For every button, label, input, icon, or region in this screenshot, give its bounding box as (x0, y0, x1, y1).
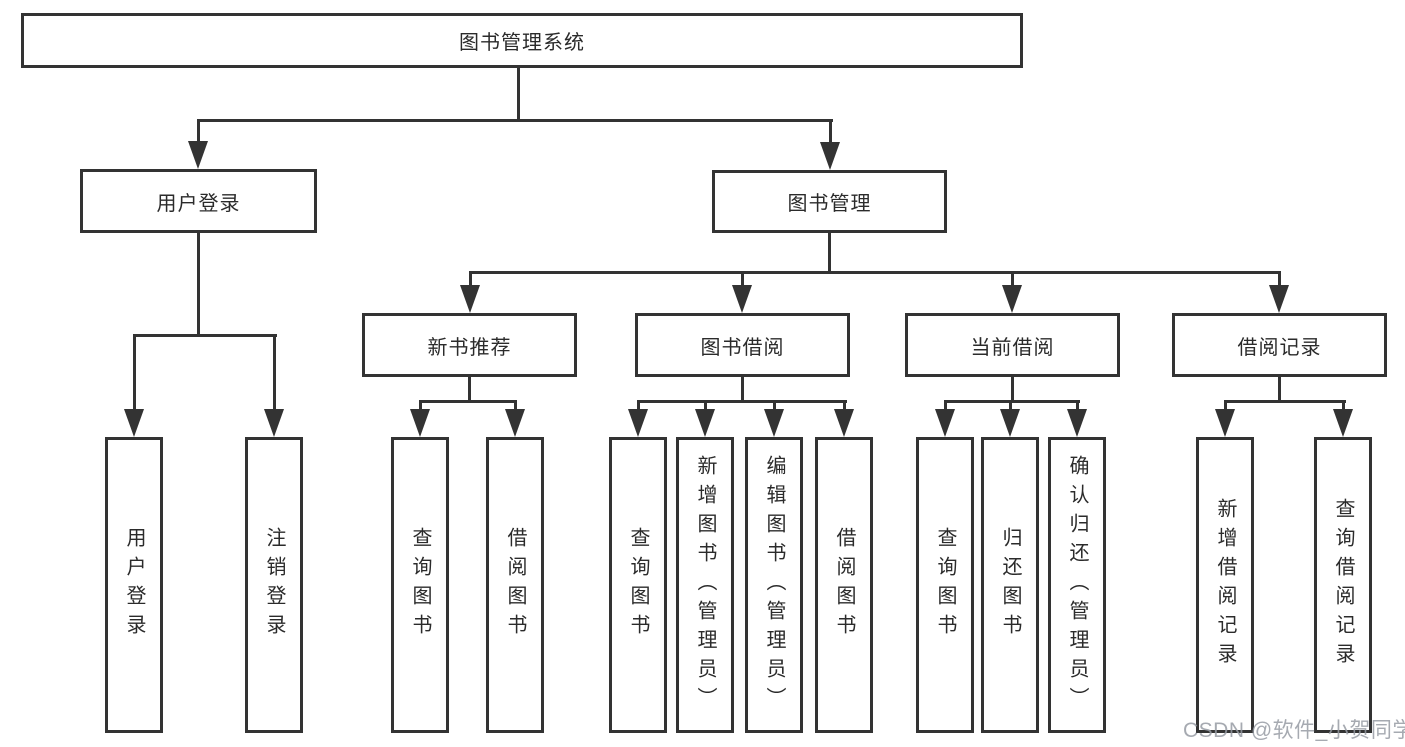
edge-drop-leaf (637, 400, 640, 412)
leaf-logout: 注销登录 (245, 437, 303, 733)
arrowhead-down-icon (1067, 409, 1087, 437)
arrowhead-down-icon (124, 409, 144, 437)
arrowhead-down-icon (264, 409, 284, 437)
edge-records-rail (1224, 400, 1346, 403)
arrowhead-down-icon (410, 409, 430, 437)
edge-drop-leaf (1224, 400, 1227, 412)
leaf-borrow-query-book: 查询图书 (609, 437, 667, 733)
arrowhead-down-icon (1269, 285, 1289, 313)
edge-bookmgmt-stem (828, 233, 831, 274)
arrowhead-down-icon (935, 409, 955, 437)
arrowhead-down-icon (460, 285, 480, 313)
leaf-add-book-admin: 新增图书（管理员） (676, 437, 734, 733)
leaf-user-login: 用户登录 (105, 437, 163, 733)
edge-root-stem (517, 67, 520, 122)
leaf-recommend-query-book: 查询图书 (391, 437, 449, 733)
edge-bookmgmt-rail (469, 271, 1281, 274)
node-current-borrowing: 当前借阅 (905, 313, 1120, 377)
leaf-return-book: 归还图书 (981, 437, 1039, 733)
node-new-book-recommend: 新书推荐 (362, 313, 577, 377)
edge-borrowing-rail (637, 400, 847, 403)
edge-drop-leaf (773, 400, 776, 412)
arrowhead-down-icon (1215, 409, 1235, 437)
leaf-edit-book-admin: 编辑图书（管理员） (745, 437, 803, 733)
leaf-current-query-book: 查询图书 (916, 437, 974, 733)
arrowhead-down-icon (505, 409, 525, 437)
leaf-recommend-borrow-book: 借阅图书 (486, 437, 544, 733)
leaf-add-borrow-record: 新增借阅记录 (1196, 437, 1254, 733)
edge-drop-leaf (419, 400, 422, 412)
edge-drop-leaf (843, 400, 846, 412)
leaf-confirm-return-admin: 确认归还（管理员） (1048, 437, 1106, 733)
edge-current-stem (1011, 377, 1014, 403)
edge-drop-leaf (704, 400, 707, 412)
edge-drop-leaf (133, 334, 136, 410)
edge-drop-leaf (1076, 400, 1079, 412)
arrowhead-down-icon (1333, 409, 1353, 437)
arrowhead-down-icon (764, 409, 784, 437)
edge-drop-borrowing (741, 271, 744, 287)
edge-drop-recommend (469, 271, 472, 287)
arrowhead-down-icon (1002, 285, 1022, 313)
arrowhead-down-icon (732, 285, 752, 313)
edge-recommend-rail (419, 400, 517, 403)
edge-userlogin-stem (197, 233, 200, 337)
node-book-borrowing: 图书借阅 (635, 313, 850, 377)
arrowhead-down-icon (1000, 409, 1020, 437)
edge-records-stem (1278, 377, 1281, 403)
node-user-login: 用户登录 (80, 169, 317, 233)
leaf-borrow-book: 借阅图书 (815, 437, 873, 733)
arrowhead-down-icon (695, 409, 715, 437)
node-borrowing-records: 借阅记录 (1172, 313, 1387, 377)
arrowhead-down-icon (628, 409, 648, 437)
csdn-watermark: CSDN @软件_小贺同学 (1183, 719, 1405, 742)
edge-drop-leaf (1342, 400, 1345, 412)
edge-current-rail (944, 400, 1080, 403)
edge-drop-current (1011, 271, 1014, 287)
edge-drop-leaf (1009, 400, 1012, 412)
edge-root-rail (197, 119, 833, 122)
edge-borrowing-stem (741, 377, 744, 403)
edge-drop-leaf (514, 400, 517, 412)
edge-recommend-stem (468, 377, 471, 403)
arrowhead-down-icon (820, 142, 840, 170)
edge-drop-book-management (829, 119, 832, 143)
edge-userlogin-rail (133, 334, 277, 337)
node-library-system: 图书管理系统 (21, 13, 1023, 68)
node-book-management: 图书管理 (712, 170, 947, 233)
edge-drop-records (1278, 271, 1281, 287)
edge-drop-leaf (273, 334, 276, 410)
leaf-query-borrow-record: 查询借阅记录 (1314, 437, 1372, 733)
edge-drop-user-login (197, 119, 200, 143)
edge-drop-leaf (944, 400, 947, 412)
arrowhead-down-icon (188, 141, 208, 169)
arrowhead-down-icon (834, 409, 854, 437)
